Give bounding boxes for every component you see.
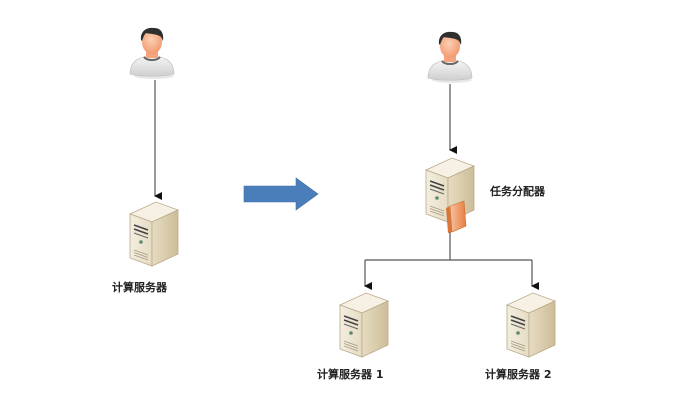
user-icon	[427, 30, 473, 84]
left-server	[129, 201, 179, 267]
user-icon	[129, 26, 175, 80]
worker-server-1	[339, 292, 389, 358]
tree-connector	[364, 232, 539, 290]
server-icon	[506, 292, 556, 358]
left-server-label: 计算服务器	[112, 281, 167, 294]
dispatcher-server	[425, 157, 475, 233]
worker-1-label: 计算服务器 1	[317, 368, 384, 381]
worker-2-label: 计算服务器 2	[485, 368, 552, 381]
left-user	[129, 26, 175, 80]
network-card-icon	[449, 200, 467, 233]
right-user	[427, 30, 473, 84]
server-icon	[339, 292, 389, 358]
server-icon	[129, 201, 179, 267]
worker-server-2	[506, 292, 556, 358]
dispatcher-label: 任务分配器	[490, 185, 545, 198]
arrow-right-icon	[243, 177, 319, 211]
